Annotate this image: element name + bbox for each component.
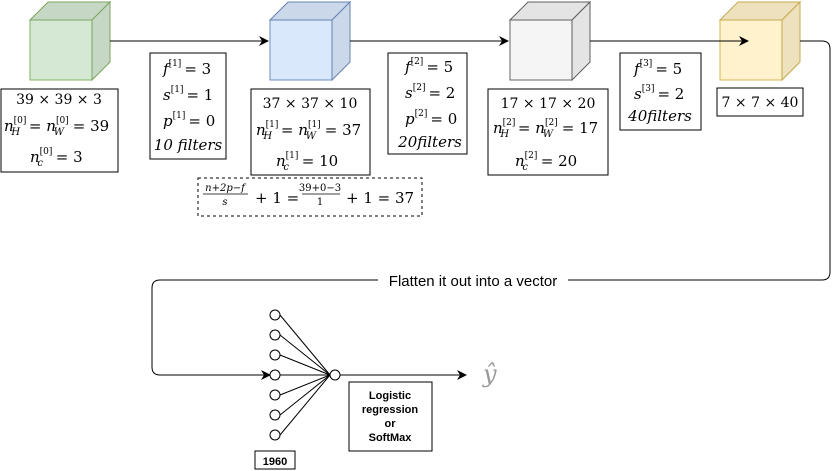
neuron — [269, 349, 281, 361]
svg-text:regression: regression — [362, 404, 419, 416]
conv1-volume-cube — [268, 0, 352, 82]
layer0-dims: 39 × 39 × 3 — [16, 92, 102, 108]
layer1-dims: 37 × 37 × 10 — [263, 96, 358, 112]
layer2-info-box: 17 × 17 × 20 n[2]H = n[2]W = 17 n[2]c = … — [487, 88, 609, 176]
layer3-info-box: 7 × 7 × 40 — [716, 87, 804, 117]
neuron-connections — [279, 314, 331, 436]
svg-text:f[2]= 5: f[2]= 5 — [404, 57, 453, 76]
svg-text:Logistic: Logistic — [369, 390, 411, 402]
conv3-volume-cube — [718, 0, 802, 82]
svg-text:s[2]= 2: s[2]= 2 — [405, 83, 455, 102]
conv1-filters: 10 filters — [154, 136, 223, 154]
neuron — [269, 309, 281, 321]
neuron — [269, 329, 281, 341]
classifier-box: Logistic regression or SoftMax — [348, 381, 433, 452]
layer2-dims: 17 × 17 × 20 — [501, 96, 596, 112]
conv2-params-box: f[2]= 5 s[2]= 2 p[2]= 0 20filters — [387, 52, 468, 155]
conv3-params-box: f[3]= 5 s[3]= 2 40filters — [619, 52, 702, 131]
layer3-dims: 7 × 7 × 40 — [722, 95, 799, 111]
layer0-nc: n[0]c = 3 — [30, 147, 83, 169]
layer1-info-box: 37 × 37 × 10 n[1]H = n[1]W = 37 n[1]c = … — [250, 88, 371, 176]
neuron — [269, 409, 281, 421]
svg-text:39+0−3: 39+0−3 — [299, 183, 341, 194]
conv3-filters: 40filters — [627, 107, 692, 125]
layer1-nc: n[1]c = 10 — [276, 151, 338, 173]
svg-text:n+2p−f: n+2p−f — [205, 183, 247, 194]
neuron — [269, 389, 281, 401]
svg-text:f[3]= 5: f[3]= 5 — [633, 59, 682, 78]
svg-text:+ 1 =: + 1 = — [255, 189, 299, 207]
svg-text:s[3]= 2: s[3]= 2 — [634, 84, 684, 103]
layer1-nhw: n[1]H = n[1]W = 37 — [256, 120, 361, 142]
svg-text:1: 1 — [317, 197, 323, 208]
layer2-nc: n[2]c = 20 — [515, 151, 577, 173]
layer2-nhw: n[2]H = n[2]W = 17 — [493, 118, 598, 140]
svg-text:f[1]= 3: f[1]= 3 — [162, 59, 211, 78]
conv2-volume-cube — [508, 0, 592, 82]
svg-text:+ 1 = 37: + 1 = 37 — [346, 189, 414, 207]
layer0-info-box: 39 × 39 × 3 n[0]H = n[0]W = 39 n[0]c = 3 — [0, 88, 119, 173]
y-hat-output: ŷ — [482, 360, 497, 388]
svg-text:p[1]= 0: p[1]= 0 — [163, 111, 215, 130]
svg-text:s[1]= 1: s[1]= 1 — [163, 85, 213, 104]
svg-text:p[2]= 0: p[2]= 0 — [405, 109, 457, 128]
flattened-vector — [269, 309, 281, 441]
svg-text:SoftMax: SoftMax — [369, 432, 413, 444]
svg-text:1960: 1960 — [263, 456, 287, 468]
neuron — [269, 429, 281, 441]
output-neuron — [329, 369, 341, 381]
vector-size-box: 1960 — [254, 450, 296, 470]
svg-text:or: or — [385, 418, 397, 430]
conv1-params-box: f[1]= 3 s[1]= 1 p[1]= 0 10 filters — [149, 52, 227, 160]
conv2-filters: 20filters — [397, 133, 462, 151]
layer0-nhw: n[0]H = n[0]W = 39 — [4, 116, 109, 138]
output-size-formula: n+2p−f s + 1 = 39+0−3 1 + 1 = 37 — [197, 177, 423, 217]
svg-text:s: s — [222, 197, 227, 208]
input-volume-cube — [28, 0, 112, 82]
neuron — [269, 369, 281, 381]
flatten-label: Flatten it out into a vector — [389, 273, 557, 290]
